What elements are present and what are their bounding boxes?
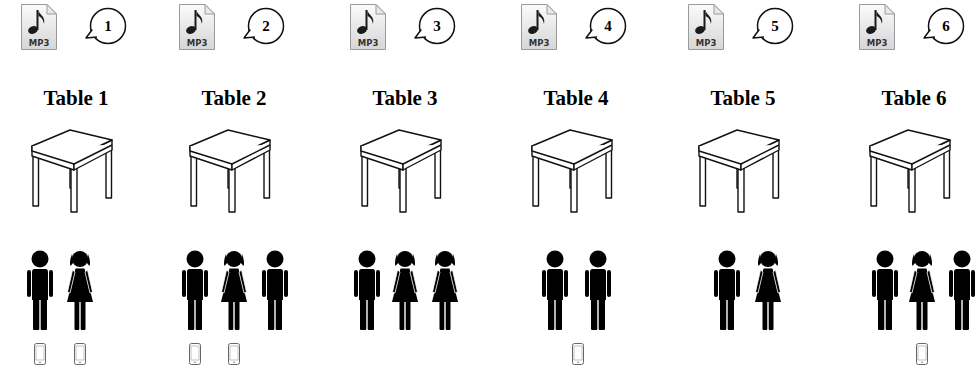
file-type-label: MP3 xyxy=(687,38,725,48)
file-type-label: MP3 xyxy=(520,38,558,48)
phone-icon xyxy=(917,344,928,365)
table-label: Table 5 xyxy=(673,86,813,110)
phones xyxy=(35,344,928,365)
callout-number: 5 xyxy=(758,9,793,44)
bubble-tail-fill xyxy=(586,30,597,39)
man-figure xyxy=(585,251,611,331)
callout-number: 4 xyxy=(591,9,626,44)
note-flag xyxy=(39,10,45,24)
bubble-circle xyxy=(758,9,793,44)
man-figure xyxy=(262,251,288,331)
phone-icon xyxy=(229,344,240,365)
note-flag xyxy=(368,10,374,24)
man-figure xyxy=(27,251,53,331)
table-drawing xyxy=(190,130,270,212)
table-drawing xyxy=(870,130,950,212)
woman-figure xyxy=(432,251,458,330)
woman-figure xyxy=(909,251,935,330)
file-fold xyxy=(47,5,57,15)
bubble-tail xyxy=(415,30,426,39)
file-type-label: MP3 xyxy=(20,38,58,48)
phone-icon xyxy=(35,344,46,365)
note-stem xyxy=(537,10,539,30)
file-type-label: MP3 xyxy=(858,38,896,48)
woman-figure xyxy=(221,251,247,330)
callout-number: 1 xyxy=(91,9,126,44)
bubble-circle xyxy=(929,9,964,44)
woman-figure xyxy=(67,251,93,330)
file-fold xyxy=(547,5,557,15)
people xyxy=(27,251,975,331)
bubble-circle xyxy=(91,9,126,44)
phone-icon xyxy=(573,344,584,365)
table-label: Table 6 xyxy=(844,86,980,110)
phone-icon xyxy=(75,344,86,365)
mp3-file-icon: MP3 xyxy=(858,3,896,51)
bubble-tail-fill xyxy=(415,30,426,39)
note-flag xyxy=(706,10,712,24)
man-figure xyxy=(354,251,380,331)
table-drawing xyxy=(532,130,612,212)
note-flag xyxy=(539,10,545,24)
woman-figure xyxy=(392,251,418,330)
file-fold xyxy=(714,5,724,15)
woman-figure xyxy=(755,251,781,330)
note-flag xyxy=(877,10,883,24)
file-type-label: MP3 xyxy=(178,38,216,48)
tables xyxy=(32,130,950,212)
note-stem xyxy=(37,10,39,30)
table-label: Table 2 xyxy=(164,86,304,110)
mp3-file-icon: MP3 xyxy=(20,3,58,51)
bubble-circle xyxy=(591,9,626,44)
file-fold xyxy=(205,5,215,15)
bubble-tail xyxy=(244,30,255,39)
bubble-tail xyxy=(586,30,597,39)
callout-number: 3 xyxy=(420,9,455,44)
mp3-file-icon: MP3 xyxy=(349,3,387,51)
bubble-tail-fill xyxy=(244,30,255,39)
bubble-circle xyxy=(249,9,284,44)
note-stem xyxy=(875,10,877,30)
callout-number: 2 xyxy=(249,9,284,44)
callout-number: 6 xyxy=(929,9,964,44)
file-type-label: MP3 xyxy=(349,38,387,48)
file-fold xyxy=(885,5,895,15)
table-drawing xyxy=(699,130,779,212)
mp3-file-icon: MP3 xyxy=(520,3,558,51)
table-drawing xyxy=(361,130,441,212)
bubble-tail-fill xyxy=(753,30,764,39)
callout-bubble: 1 xyxy=(84,6,128,48)
man-figure xyxy=(182,251,208,331)
callout-bubble: 4 xyxy=(584,6,628,48)
callout-bubble: 5 xyxy=(751,6,795,48)
bubble-tail-fill xyxy=(86,30,97,39)
table-drawing xyxy=(32,130,112,212)
table-label: Table 3 xyxy=(335,86,475,110)
callout-bubble: 6 xyxy=(922,6,966,48)
table-label: Table 1 xyxy=(6,86,146,110)
file-fold xyxy=(376,5,386,15)
mp3-file-icon: MP3 xyxy=(687,3,725,51)
man-figure xyxy=(542,251,568,331)
note-stem xyxy=(195,10,197,30)
note-flag xyxy=(197,10,203,24)
bubble-tail xyxy=(924,30,935,39)
bubble-tail xyxy=(86,30,97,39)
phone-icon xyxy=(190,344,201,365)
callout-bubble: 2 xyxy=(242,6,286,48)
note-stem xyxy=(366,10,368,30)
man-figure xyxy=(872,251,898,331)
callout-bubble: 3 xyxy=(413,6,457,48)
bubble-circle xyxy=(420,9,455,44)
man-figure xyxy=(714,251,740,331)
man-figure xyxy=(949,251,975,331)
bubble-tail-fill xyxy=(924,30,935,39)
bubble-tail xyxy=(753,30,764,39)
table-label: Table 4 xyxy=(506,86,646,110)
mp3-file-icon: MP3 xyxy=(178,3,216,51)
note-stem xyxy=(704,10,706,30)
